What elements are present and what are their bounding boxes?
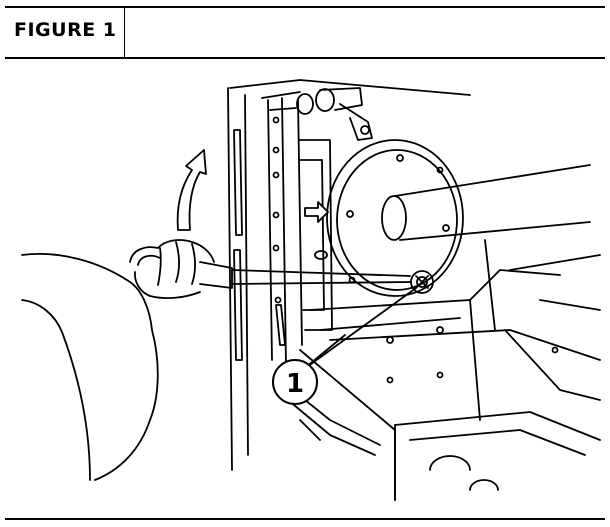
shaft — [381, 164, 591, 241]
tray — [394, 411, 601, 501]
base-housing — [299, 239, 601, 501]
bottom-rule — [5, 518, 605, 520]
header-divider — [124, 7, 125, 58]
right-arrow-icon — [304, 201, 329, 223]
callout-number: 1 — [286, 369, 304, 399]
machine-frame — [227, 79, 471, 471]
callout-1: 1 — [272, 359, 318, 405]
hand-with-wrench — [21, 239, 411, 481]
top-rule — [5, 6, 605, 8]
top-linkage — [296, 87, 373, 141]
technical-illustration: 1 — [21, 79, 601, 501]
bolt-nut — [410, 270, 434, 294]
curved-up-arrow-icon — [176, 149, 207, 231]
header-bottom-rule — [5, 57, 605, 59]
drum-back-plate — [326, 139, 464, 297]
figure-label: FIGURE 1 — [14, 19, 117, 41]
